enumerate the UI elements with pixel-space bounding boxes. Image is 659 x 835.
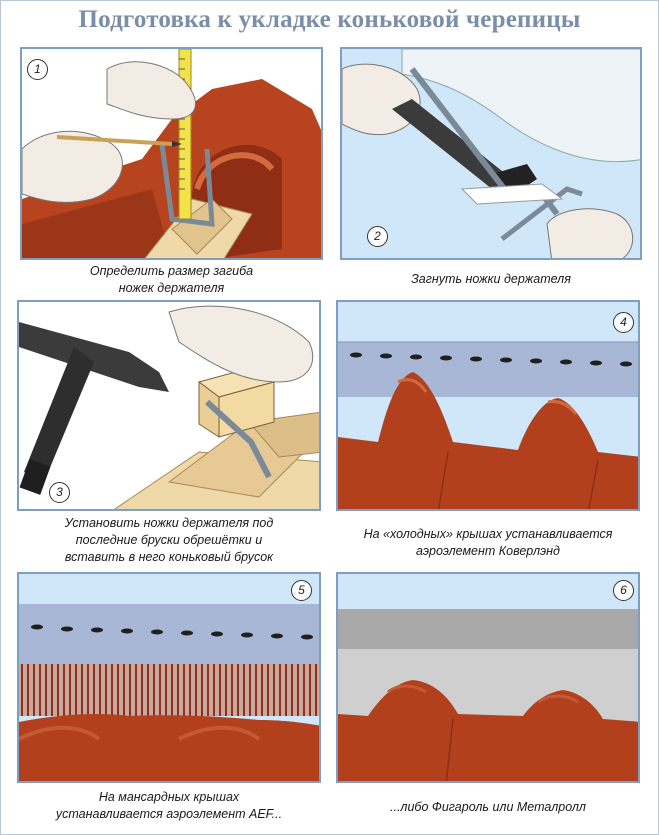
step-4-illustration: 4 (336, 300, 640, 511)
step-2-caption: Загнуть ножки держателя (411, 272, 571, 286)
step-number-badge: 4 (613, 312, 634, 333)
step-1-caption: Определить размер загиба ножек держателя (89, 264, 254, 295)
step-3-caption: Установить ножки держателя под последние… (64, 516, 274, 564)
install-holder-scene (19, 302, 319, 509)
figarol-metalroll-scene (338, 574, 638, 781)
step-6-illustration: 6 (336, 572, 640, 783)
step-number-badge: 6 (613, 580, 634, 601)
step-number-badge: 1 (27, 59, 48, 80)
coverland-aero-scene (338, 302, 638, 509)
measure-bend-scene (22, 49, 321, 258)
step-5-illustration: 5 (17, 572, 321, 783)
bend-holder-scene (342, 49, 640, 258)
page-title: Подготовка к укладке коньковой черепицы (78, 6, 581, 33)
step-5-caption: На мансардных крышах устанавливается аэр… (55, 790, 283, 821)
step-2-illustration: 2 (340, 47, 642, 260)
step-3-illustration: 3 (17, 300, 321, 511)
step-number-badge: 3 (49, 482, 70, 503)
step-number-badge: 2 (367, 226, 388, 247)
aef-aero-scene (19, 574, 319, 781)
step-number-badge: 5 (291, 580, 312, 601)
step-6-caption: ...либо Фигароль или Металролл (390, 800, 586, 814)
step-4-caption: На «холодных» крышах устанавливается аэр… (363, 527, 613, 558)
step-1-illustration: 1 (20, 47, 323, 260)
